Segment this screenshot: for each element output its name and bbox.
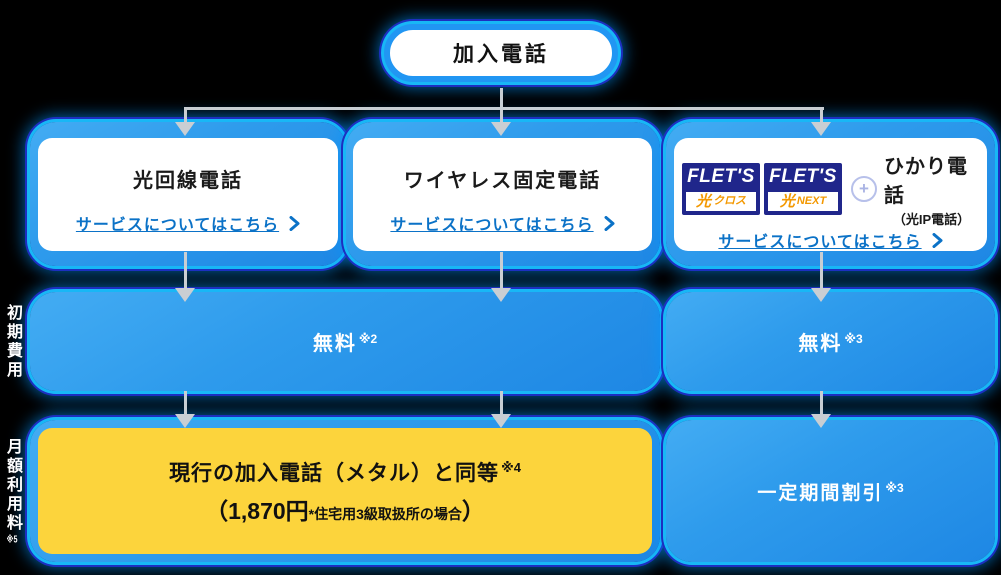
footnote-ref: ※3 <box>844 332 863 346</box>
flets-logo-band: 光 クロス <box>686 192 756 211</box>
initial-cost-left-value: 無料※2 <box>313 327 377 356</box>
connector-drop-line-3 <box>820 107 823 123</box>
monthly-fee-right-value: 一定期間割引※3 <box>757 478 903 505</box>
connector-horizontal-line <box>184 107 824 110</box>
chevron-right-icon <box>604 215 615 231</box>
hikari-mark: 光 <box>779 193 795 210</box>
arrow-down-icon <box>175 288 195 302</box>
connector-line <box>184 252 187 289</box>
service-link-label: サービスについてはこちら <box>718 234 922 251</box>
arrow-down-icon <box>175 122 195 136</box>
service-subtitle: （光IP電話） <box>892 212 971 227</box>
flets-logo-band: 光 NEXT <box>768 192 838 211</box>
service-title: ひかり電話 <box>884 156 968 207</box>
connector-drop-line-1 <box>184 107 187 123</box>
price-text: ） <box>461 497 485 524</box>
arrow-down-icon <box>811 414 831 428</box>
plus-icon: + <box>851 176 877 202</box>
connector-line <box>500 252 503 289</box>
footnote-ref: ※2 <box>358 332 378 346</box>
hikari-denwa-header: FLET'S 光 クロス FLET'S 光 NEXT + ひかり電話 （光IP電… <box>682 150 979 228</box>
flets-hikari-cross-logo: FLET'S 光 クロス <box>682 163 760 215</box>
initial-cost-right-value: 無料※3 <box>798 327 862 356</box>
connector-drop-line-2 <box>500 107 503 123</box>
initial-cost-right-box: 無料※3 <box>666 292 995 391</box>
service-link-wireless-fixed[interactable]: サービスについてはこちら <box>390 211 615 235</box>
flets-brand-text: FLET'S <box>769 166 837 187</box>
hikari-mark: 光 <box>695 193 711 210</box>
row-label-text: 月額利用料 <box>4 437 21 533</box>
root-node-subscriber-phone: 加入電話 <box>384 24 618 82</box>
connector-line <box>500 391 503 415</box>
monthly-fee-highlight: 現行の加入電話（メタル）と同等※4 （1,870円 *住宅用3級取扱所の場合 ） <box>38 428 652 554</box>
service-link-label: サービスについてはこちら <box>390 217 594 234</box>
connector-line <box>184 391 187 415</box>
row-label-text: 初期費用 <box>4 303 21 380</box>
flets-suffix-text: NEXT <box>796 195 827 207</box>
service-link-label: サービスについてはこちら <box>75 217 280 234</box>
root-node-label: 加入電話 <box>453 43 549 66</box>
footnote-ref: ※4 <box>501 459 521 475</box>
flets-brand-text: FLET'S <box>687 166 755 187</box>
service-title: 光回線電話 <box>133 170 243 192</box>
price-condition-text: *住宅用3級取扱所の場合 <box>308 505 462 522</box>
hikari-denwa-title-block: ひかり電話 （光IP電話） <box>884 150 979 228</box>
connector-root-vertical-line <box>500 88 503 107</box>
arrow-down-icon <box>811 122 831 136</box>
footnote-ref: ※3 <box>885 480 904 495</box>
monthly-fee-right-box: 一定期間割引※3 <box>666 420 995 562</box>
value-text: 無料 <box>798 333 843 355</box>
arrow-down-icon <box>491 122 511 136</box>
flets-suffix-text: クロス <box>713 195 746 207</box>
value-text: 現行の加入電話（メタル）と同等 <box>169 461 500 485</box>
initial-cost-left-box: 無料※2 <box>30 292 660 391</box>
value-text: 無料 <box>312 333 357 355</box>
chevron-right-icon <box>932 232 943 248</box>
footnote-ref: ※5 <box>6 534 18 545</box>
chevron-right-icon <box>289 215 300 231</box>
connector-line <box>820 391 823 415</box>
connector-line <box>820 252 823 289</box>
arrow-down-icon <box>811 288 831 302</box>
value-text: 一定期間割引 <box>757 482 884 504</box>
arrow-down-icon <box>175 414 195 428</box>
service-card-wireless-fixed: ワイヤレス固定電話 サービスについてはこちら <box>353 138 652 251</box>
row-label-monthly-fee: 月額利用料 ※5 <box>2 420 22 562</box>
arrow-down-icon <box>491 288 511 302</box>
monthly-fee-line1: 現行の加入電話（メタル）と同等※4 <box>169 457 521 487</box>
service-card-hikari-denwa: FLET'S 光 クロス FLET'S 光 NEXT + ひかり電話 （光IP電… <box>674 138 987 251</box>
service-link-hikari-denwa[interactable]: サービスについてはこちら <box>718 228 943 252</box>
monthly-fee-line2: （1,870円 *住宅用3級取扱所の場合 ） <box>205 492 485 526</box>
service-card-hikari-line: 光回線電話 サービスについてはこちら <box>38 138 338 251</box>
row-label-initial-cost: 初期費用 <box>2 292 22 391</box>
service-link-hikari-line[interactable]: サービスについてはこちら <box>76 211 300 235</box>
arrow-down-icon <box>491 414 511 428</box>
service-title: ワイヤレス固定電話 <box>403 170 602 192</box>
price-text: （1,870円 <box>205 497 309 524</box>
flets-hikari-next-logo: FLET'S 光 NEXT <box>764 163 842 215</box>
